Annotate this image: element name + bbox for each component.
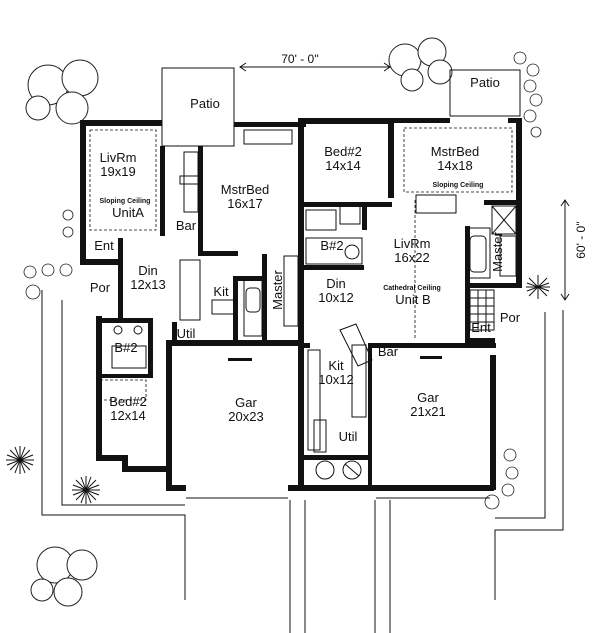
spiky-plants — [6, 275, 550, 504]
room-livrm-b-size: 16x22 — [394, 250, 429, 265]
room-patio-b-name: Patio — [470, 75, 500, 90]
kit-a-label: Kit — [213, 284, 229, 299]
room-livrm-b-name: LivRm — [394, 236, 431, 251]
shrubs — [23, 51, 543, 510]
ceiling-notes: Sloping Ceiling Sloping Ceiling Cathedra… — [100, 182, 484, 292]
ent-b-label: Ent — [471, 320, 491, 335]
room-bed2-a-size: 12x14 — [110, 408, 145, 423]
space-labels: UnitA Unit B Bar Bar Ent Ent Por Por Kit… — [90, 205, 521, 444]
bar-b-label: Bar — [378, 344, 399, 359]
util-b-label: Util — [339, 429, 358, 444]
width-label: 70' - 0'' — [281, 52, 319, 66]
bath-a-label: B#2 — [114, 340, 137, 355]
room-gar-b-size: 21x21 — [410, 404, 445, 419]
room-mstrbed-b-name: MstrBed — [431, 144, 479, 159]
sloping-ceiling-b-note: Sloping Ceiling — [433, 182, 484, 189]
room-mstrbed-a-name: MstrBed — [221, 182, 269, 197]
fixtures — [89, 127, 517, 499]
tree-top-center — [388, 37, 453, 92]
room-din-a-name: Din — [138, 263, 158, 278]
depth-label: 60' - 0'' — [574, 221, 588, 259]
room-bed2-b-size: 14x14 — [325, 158, 360, 173]
ent-a-label: Ent — [94, 238, 114, 253]
unit-b-label: Unit B — [395, 292, 430, 307]
tree-top-left — [25, 59, 99, 125]
room-bed2-b-name: Bed#2 — [324, 144, 362, 159]
walls — [80, 118, 522, 491]
sloping-ceiling-a-note: Sloping Ceiling — [100, 198, 151, 205]
por-b-label: Por — [500, 310, 521, 325]
room-mstrbed-b-size: 14x18 — [437, 158, 472, 173]
room-mstrbed-a-size: 16x17 — [227, 196, 262, 211]
patio-b-outline — [449, 69, 521, 117]
room-gar-a-name: Gar — [235, 395, 257, 410]
room-din-b-name: Din — [326, 276, 346, 291]
room-din-a-size: 12x13 — [130, 277, 165, 292]
util-a-label: Util — [177, 326, 196, 341]
room-bed2-a-name: Bed#2 — [109, 394, 147, 409]
cathedral-ceiling-note: Cathedral Ceiling — [383, 285, 441, 292]
width-dimension: 70' - 0'' — [239, 52, 391, 72]
site-outline — [41, 290, 564, 633]
ent-b-tile — [469, 289, 495, 331]
depth-dimension: 60' - 0'' — [560, 199, 588, 301]
room-kit-b-size: 10x12 — [318, 372, 353, 387]
room-patio-a-name: Patio — [190, 96, 220, 111]
room-din-b-size: 10x12 — [318, 290, 353, 305]
bath-b-label: B#2 — [320, 238, 343, 253]
room-gar-b-name: Gar — [417, 390, 439, 405]
room-gar-a-size: 20x23 — [228, 409, 263, 424]
master-b-label: Master — [490, 231, 505, 271]
tree-bottom-left — [30, 546, 98, 607]
room-livrm-a-name: LivRm — [100, 150, 137, 165]
master-a-label: Master — [270, 269, 285, 309]
room-labels: Patio LivRm 19x19 MstrBed 16x17 Bed#2 14… — [100, 75, 500, 424]
bar-a-label: Bar — [176, 218, 197, 233]
por-a-label: Por — [90, 280, 111, 295]
room-kit-b-name: Kit — [328, 358, 344, 373]
unit-a-label: UnitA — [112, 205, 144, 220]
room-livrm-a-size: 19x19 — [100, 164, 135, 179]
